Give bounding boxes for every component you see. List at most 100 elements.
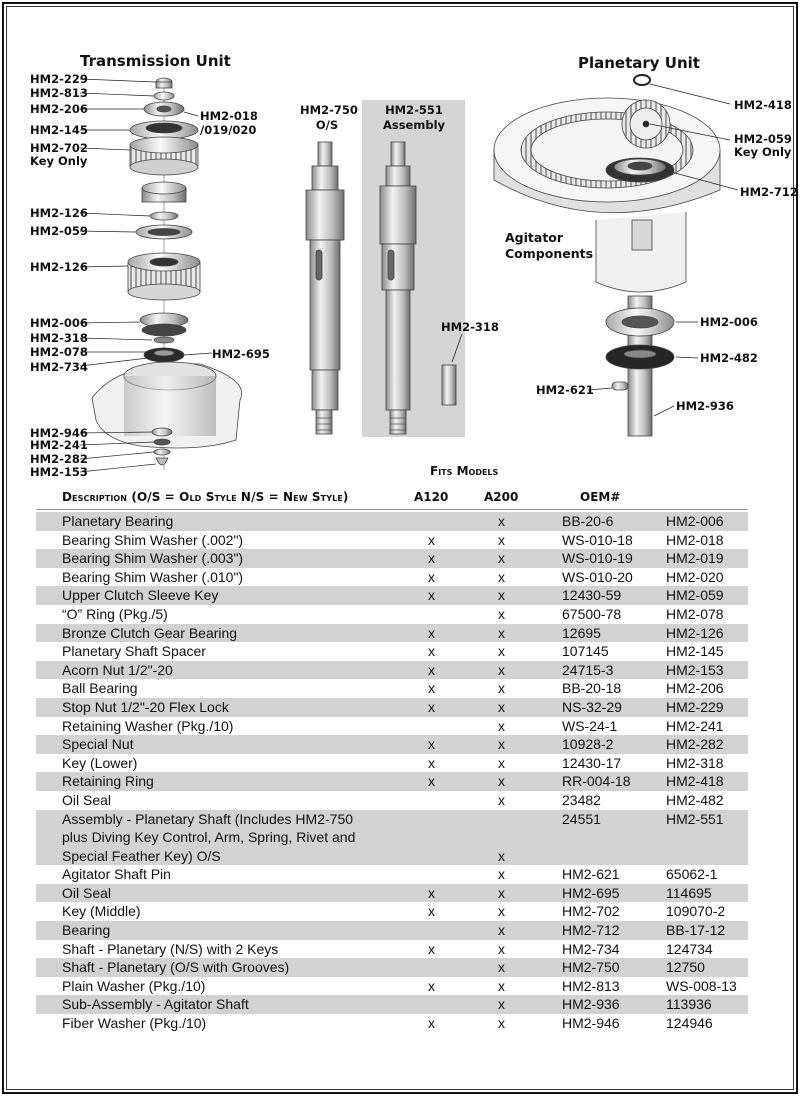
oem-number: 24715-3: [562, 661, 614, 678]
part-number: HM2-059: [666, 587, 724, 604]
part-number: HM2-551: [666, 810, 724, 827]
transmission-label: HM2-153: [30, 465, 88, 479]
transmission-label: HM2-318: [30, 331, 88, 345]
transmission-label: HM2-702: [30, 141, 88, 155]
description-column-header: Description (O/S = Old Style N/S = New S…: [62, 490, 349, 504]
key-lower-piece: [441, 333, 463, 406]
part-description: Bearing: [62, 922, 111, 939]
planetary-housing: [493, 74, 721, 437]
os-shaft: [305, 141, 345, 435]
transmission-label: HM2-018: [200, 109, 258, 123]
part-description: Retaining Ring: [62, 773, 154, 790]
oem-number: WS-010-20: [562, 568, 633, 585]
planetary-label: Key Only: [734, 145, 792, 159]
fits-a120-mark: x: [428, 773, 435, 790]
assembly-shaft: [379, 141, 417, 435]
transmission-unit-title: Transmission Unit: [80, 52, 231, 70]
part-description: Special Nut: [62, 736, 134, 753]
fits-a200-mark: x: [498, 959, 505, 976]
fits-a120-mark: x: [428, 531, 435, 548]
part-number: HM2-318: [666, 754, 724, 771]
oem-column-header: OEM#: [580, 490, 621, 504]
shaft-assembly-label: HM2-551: [385, 103, 443, 117]
part-number: HM2-020: [666, 568, 724, 585]
fits-a200-mark: x: [498, 754, 505, 771]
oem-number: BB-20-18: [562, 680, 622, 697]
part-description: Bronze Clutch Gear Bearing: [62, 624, 238, 641]
fits-a200-mark: x: [498, 922, 505, 939]
part-description: Ball Bearing: [62, 680, 138, 697]
oem-number: HM2-734: [562, 940, 620, 957]
a200-column-header: A200: [484, 490, 519, 504]
fits-a200-mark: x: [498, 996, 505, 1013]
part-number: HM2-153: [666, 661, 724, 678]
planetary-label: HM2-936: [676, 399, 734, 413]
part-description: Shaft - Planetary (N/S) with 2 Keys: [62, 940, 279, 957]
part-number: HM2-241: [666, 717, 724, 734]
fits-a120-mark: x: [428, 736, 435, 753]
fits-a120-mark: x: [428, 643, 435, 660]
oem-number: HM2-936: [562, 996, 620, 1013]
transmission-label: HM2-734: [30, 360, 88, 374]
shaft-os-label: O/S: [315, 118, 339, 132]
planetary-label: HM2-482: [700, 351, 758, 365]
fits-a120-mark: x: [428, 550, 435, 567]
part-number: HM2-019: [666, 550, 724, 567]
fits-a200-mark: x: [498, 661, 505, 678]
fits-a200-mark: x: [498, 940, 505, 957]
part-description: Retaining Washer (Pkg./10): [62, 717, 234, 734]
part-number: HM2-229: [666, 698, 724, 715]
oem-number: BB-20-6: [562, 513, 614, 529]
part-number: 124734: [666, 940, 713, 957]
fits-a120-mark: x: [428, 1015, 435, 1032]
transmission-stack: [91, 77, 242, 470]
transmission-label: Key Only: [30, 154, 88, 168]
part-description: Oil Seal: [62, 884, 112, 901]
transmission-label: HM2-078: [30, 345, 88, 359]
fits-a120-mark: x: [428, 977, 435, 994]
oem-number: 12695: [562, 624, 601, 641]
part-number: 113936: [666, 996, 712, 1013]
oem-number: HM2-621: [562, 866, 620, 883]
part-description: Planetary Bearing: [62, 513, 174, 529]
fits-a200-mark: x: [498, 680, 505, 697]
oem-number: HM2-712: [562, 922, 620, 939]
planetary-label: HM2-006: [700, 315, 758, 329]
planetary-label: Agitator: [505, 230, 564, 245]
part-number: HM2-145: [666, 643, 724, 660]
oem-number: 12430-17: [562, 754, 622, 771]
fits-a120-mark: x: [428, 568, 435, 585]
fits-a200-mark: x: [498, 643, 505, 660]
fits-a120-mark: x: [428, 680, 435, 697]
fits-a200-mark: x: [498, 791, 505, 808]
shaft-assembly-label: Assembly: [382, 118, 446, 132]
transmission-label: HM2-145: [30, 123, 88, 137]
oem-number: HM2-750: [562, 959, 620, 976]
transmission-label: HM2-229: [30, 72, 88, 86]
transmission-label: HM2-126: [30, 206, 88, 220]
fits-a200-mark: x: [498, 977, 505, 994]
transmission-label: HM2-059: [30, 224, 88, 238]
part-description: Fiber Washer (Pkg./10): [62, 1015, 207, 1032]
part-number: HM2-418: [666, 773, 724, 790]
part-description: Key (Middle): [62, 903, 141, 920]
transmission-leader-lines: [79, 78, 213, 473]
transmission-label: HM2-813: [30, 86, 88, 100]
transmission-label: HM2-241: [30, 438, 88, 452]
oem-number: 67500-78: [562, 605, 622, 622]
